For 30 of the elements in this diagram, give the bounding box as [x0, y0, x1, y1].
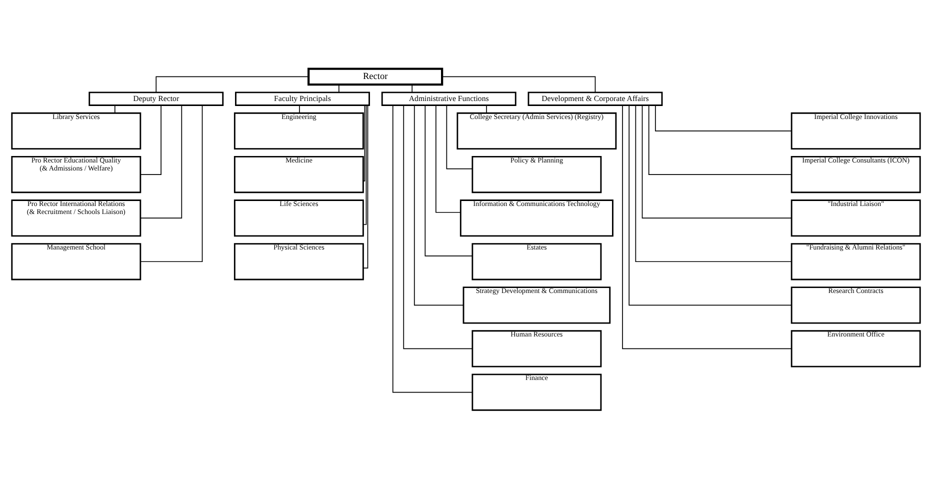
connector — [424, 104, 473, 256]
node-box: Rector — [308, 68, 444, 86]
connector — [648, 104, 792, 175]
connector — [362, 104, 366, 182]
connector — [635, 105, 792, 262]
connector — [642, 105, 792, 218]
connector — [414, 105, 464, 306]
connector — [362, 104, 368, 268]
connector — [338, 84, 340, 93]
connector — [628, 105, 792, 306]
connector — [140, 104, 162, 175]
connector — [412, 84, 413, 93]
connector — [392, 105, 473, 393]
node-box: Development & Corporate Affairs — [528, 92, 663, 106]
connector — [299, 104, 300, 114]
connector — [446, 104, 473, 170]
connector — [442, 76, 596, 93]
connector — [435, 104, 461, 213]
connector — [114, 104, 116, 114]
connector — [622, 104, 792, 350]
connector — [486, 104, 487, 114]
connector — [362, 105, 367, 225]
connector — [140, 105, 203, 262]
node-box: Faculty Principals — [235, 92, 370, 106]
node-box: Administrative Functions — [381, 92, 516, 106]
connector — [403, 104, 473, 350]
connector — [156, 76, 309, 93]
connector — [654, 104, 792, 132]
connector — [140, 105, 182, 218]
node-box: Deputy Rector — [88, 92, 224, 106]
